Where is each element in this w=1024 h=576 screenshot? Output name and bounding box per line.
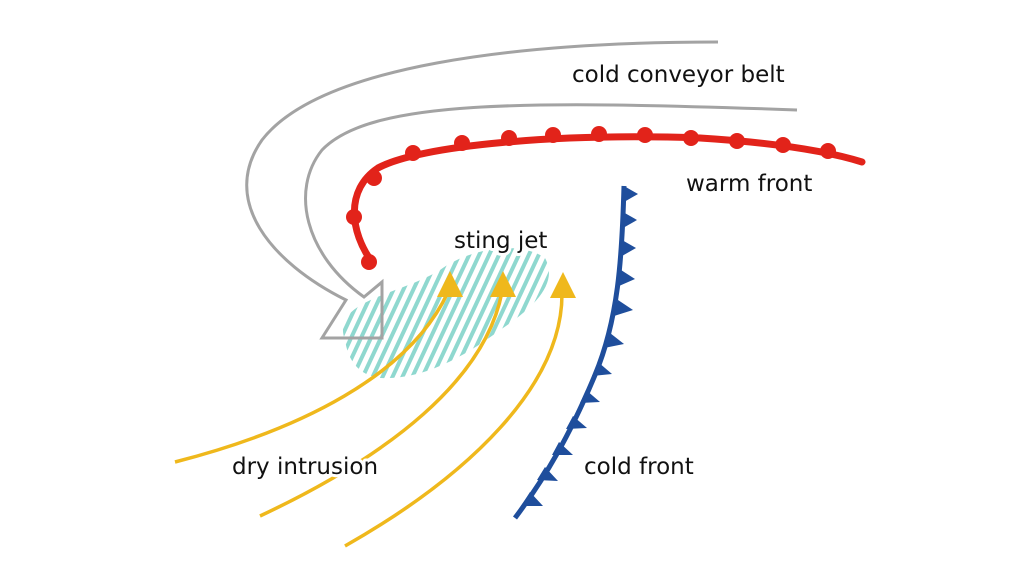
warm-front-bump: [820, 143, 836, 159]
cold-front-barb: [604, 333, 624, 348]
warm-front-bump: [545, 127, 561, 143]
warm-front-bump: [591, 126, 607, 142]
label-warm-front: warm front: [686, 171, 812, 197]
warm-front: [346, 126, 866, 270]
cold-front-barb: [537, 467, 558, 481]
warm-front-bump: [501, 130, 517, 146]
label-cold-front: cold front: [584, 454, 694, 480]
warm-front-bump: [346, 209, 362, 225]
dry-intrusion-arrow-1: [174, 291, 450, 464]
cold-front-barb: [614, 300, 633, 316]
cold-front-barb: [566, 416, 587, 429]
warm-front-bump: [454, 135, 470, 151]
warm-front-bump: [366, 170, 382, 186]
label-cold-conveyor-belt: cold conveyor belt: [572, 62, 785, 88]
warm-front-bump: [361, 254, 377, 270]
cold-front-barb: [592, 362, 612, 376]
warm-front-bump: [405, 145, 421, 161]
cold-front-barb: [580, 390, 600, 403]
cold-front-barb: [623, 212, 637, 228]
cold-front-barb: [622, 240, 636, 256]
cold-front-barb: [624, 186, 638, 202]
cold-front-barb: [552, 442, 573, 455]
arrowhead-icon: [490, 271, 516, 297]
warm-front-bump: [775, 137, 791, 153]
cold-front: [512, 185, 638, 520]
warm-front-bump: [729, 133, 745, 149]
arrowhead-icon: [550, 272, 576, 298]
cold-front-barb: [521, 492, 543, 506]
dry-intrusion-arrows: [174, 271, 576, 548]
dry-intrusion-arrow-3: [344, 293, 564, 548]
label-dry-intrusion: dry intrusion: [232, 454, 378, 480]
cold-front-barb: [619, 270, 635, 286]
label-sting-jet: sting jet: [454, 228, 547, 254]
warm-front-bump: [683, 130, 699, 146]
arrowhead-icon: [437, 271, 463, 297]
sting-jet-region: [342, 248, 549, 379]
cold-conveyor-belt-arrow: [245, 40, 798, 340]
dry-intrusion-arrow-2: [259, 291, 504, 518]
warm-front-bump: [637, 127, 653, 143]
